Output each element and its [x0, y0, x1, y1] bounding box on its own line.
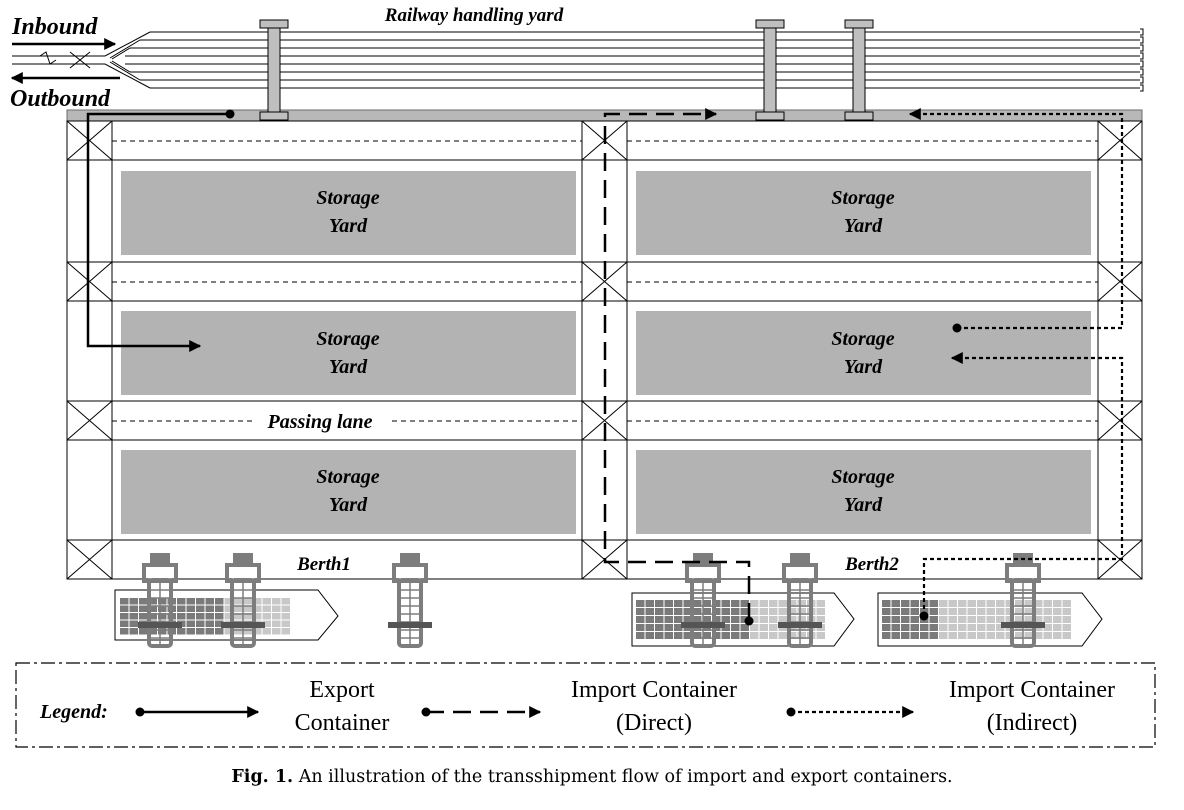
svg-text:Storage: Storage — [831, 466, 894, 488]
svg-text:Storage: Storage — [831, 328, 894, 350]
lane-dashes — [112, 140, 1098, 422]
outbound-label: Outbound — [10, 86, 111, 112]
quay-crane — [221, 553, 265, 648]
legend-export-label-line1: Export — [309, 677, 375, 703]
caption-prefix: Fig. 1. — [231, 767, 294, 787]
legend-box — [15, 662, 1156, 748]
rail-crane — [259, 19, 289, 121]
legend-indirect-sample — [786, 706, 915, 718]
svg-text:Yard: Yard — [844, 494, 883, 516]
legend-indirect-label-line2: (Indirect) — [987, 710, 1078, 736]
svg-text:Yard: Yard — [329, 215, 368, 237]
storage-yard-block: Storage Yard — [636, 171, 1091, 255]
svg-text:Yard: Yard — [844, 356, 883, 378]
inbound-label: Inbound — [11, 14, 98, 40]
storage-yard-block: Storage Yard — [121, 171, 576, 255]
rail-crane — [844, 19, 874, 121]
storage-yard-block: Storage Yard — [636, 311, 1091, 395]
caption-text: An illustration of the transshipment flo… — [293, 767, 953, 787]
terminal-diagram: Inbound Outbound Railway handling yard — [10, 5, 1156, 748]
quay-crane — [388, 553, 432, 648]
figure-caption: Fig. 1. An illustration of the transship… — [0, 767, 1184, 787]
svg-text:Storage: Storage — [316, 187, 379, 209]
svg-text:Storage: Storage — [831, 187, 894, 209]
legend-direct-label-line2: (Direct) — [616, 710, 692, 736]
legend-export-label-line2: Container — [295, 710, 390, 736]
export-flow-path — [86, 109, 235, 352]
svg-text:Yard: Yard — [844, 215, 883, 237]
storage-yard-block: Storage Yard — [636, 450, 1091, 534]
svg-text:Storage: Storage — [316, 466, 379, 488]
container-stack — [120, 598, 290, 635]
berth1-label: Berth1 — [296, 554, 351, 575]
legend-indirect-label-line1: Import Container — [949, 677, 1115, 703]
rail-crane — [755, 19, 785, 121]
quay-crane — [778, 553, 822, 648]
railway-yard-label: Railway handling yard — [384, 5, 564, 26]
track-end-stops — [1140, 28, 1144, 92]
berth2-label: Berth2 — [844, 554, 899, 575]
svg-text:Yard: Yard — [329, 494, 368, 516]
legend-title: Legend: — [39, 701, 108, 723]
storage-yard-block: Storage Yard — [121, 450, 576, 534]
legend-direct-sample — [421, 706, 542, 718]
svg-text:Yard: Yard — [329, 356, 368, 378]
svg-text:Storage: Storage — [316, 328, 379, 350]
passing-lane-label: Passing lane — [266, 411, 372, 433]
legend-direct-label-line1: Import Container — [571, 677, 737, 703]
quay-crane — [1001, 553, 1045, 648]
import-indirect-flow-path — [908, 108, 1124, 621]
quay-crane — [138, 553, 182, 648]
legend-export-sample — [135, 706, 260, 718]
storage-yard-block: Storage Yard — [121, 311, 576, 395]
import-direct-flow-path — [603, 108, 754, 626]
railway-tracks — [12, 31, 1140, 89]
